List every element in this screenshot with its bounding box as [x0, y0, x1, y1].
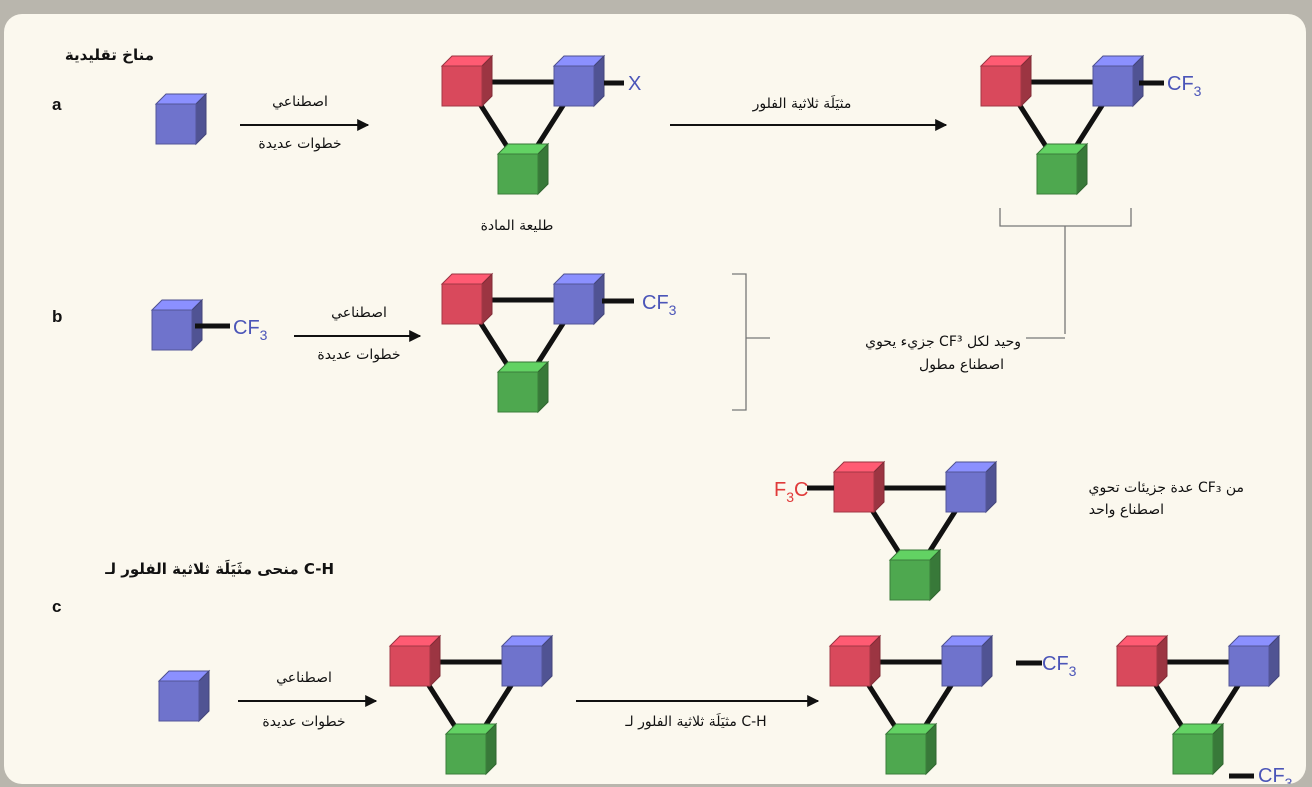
row-label-a: a	[52, 95, 62, 114]
cf3-label-b1: CF3	[642, 292, 677, 318]
x-substituent: X	[628, 73, 641, 95]
blue-cube	[150, 298, 204, 352]
f3c-label: F3C	[774, 479, 808, 505]
arrow-a2-label: مثيَلَة ثلاثية الفلور	[752, 95, 852, 112]
ch-approach-heading: منحى مثَيَلَة ثلاثية الفلور لـ C-H	[104, 560, 334, 578]
arrow-a1-bottom-label: خطوات عديدة	[258, 136, 341, 152]
red-cube	[1115, 634, 1169, 688]
intermediate-molecule-c	[388, 634, 554, 776]
green-cube	[444, 722, 498, 776]
multi-cf3-note-line1: عدة جزيئات تحوي CF₃ من	[1088, 480, 1244, 496]
red-cube	[828, 634, 882, 688]
cf3-label-a: CF3	[1167, 73, 1202, 99]
red-cube	[832, 460, 886, 514]
product-molecule-a	[979, 54, 1145, 196]
blue-cube	[1091, 54, 1145, 108]
green-cube	[884, 722, 938, 776]
diagram-panel: مناخ تقليدية منحى مثَيَلَة ثلاثية الفلور…	[4, 14, 1306, 784]
product-molecule-b	[440, 272, 606, 414]
f3c-molecule	[832, 460, 998, 602]
single-cf3-note-line2: اصطناع مطول	[919, 357, 1004, 373]
arrow-a1-top-label: اصطناعي	[272, 94, 328, 110]
single-cf3-note-line1: جزيء يحوي CF³ وحيد لكل	[865, 334, 1021, 350]
starting-cube-c	[157, 669, 211, 723]
arrow-c1-top-label: اصطناعي	[276, 670, 332, 686]
precursor-molecule	[440, 54, 606, 196]
green-cube	[496, 360, 550, 414]
blue-cube	[1227, 634, 1281, 688]
red-cube	[979, 54, 1033, 108]
starting-cube-a	[154, 92, 208, 146]
red-cube	[388, 634, 442, 688]
arrow-b1-top-label: اصطناعي	[331, 305, 387, 321]
row-label-c: c	[52, 597, 61, 616]
red-cube	[440, 272, 494, 326]
green-cube	[1171, 722, 1225, 776]
green-cube	[1035, 142, 1089, 196]
product-molecule-c2	[1115, 634, 1281, 776]
green-cube	[888, 548, 942, 602]
arrow-c1-bottom-label: خطوات عديدة	[262, 714, 345, 730]
blue-cube	[944, 460, 998, 514]
blue-cube	[154, 92, 208, 146]
traditional-heading: مناخ تقليدية	[65, 46, 154, 64]
cf3-label-b0: CF3	[233, 317, 268, 343]
red-cube	[440, 54, 494, 108]
blue-cube	[552, 272, 606, 326]
blue-cube	[552, 54, 606, 108]
multi-cf3-note-line2: اصطناع واحد	[1089, 502, 1164, 518]
cf3-label-c2: CF3	[1042, 653, 1077, 679]
green-cube	[496, 142, 550, 196]
arrow-b1-bottom-label: خطوات عديدة	[317, 347, 400, 363]
bracket-b	[732, 273, 770, 411]
blue-cube	[157, 669, 211, 723]
precursor-label: طليعة المادة	[481, 218, 554, 234]
arrow-c2-label: مثيَلَة ثلاثية الفلور لـ C-H	[624, 713, 766, 730]
row-label-b: b	[52, 307, 62, 326]
blue-cube	[940, 634, 994, 688]
trifluoromethylation-diagram: مناخ تقليدية منحى مثَيَلَة ثلاثية الفلور…	[52, 46, 1293, 784]
cf3-starting-cube	[150, 298, 204, 352]
blue-cube	[500, 634, 554, 688]
bracket-a	[999, 208, 1132, 334]
cf3-label-c3: CF3	[1258, 765, 1293, 784]
product-molecule-c1	[828, 634, 994, 776]
